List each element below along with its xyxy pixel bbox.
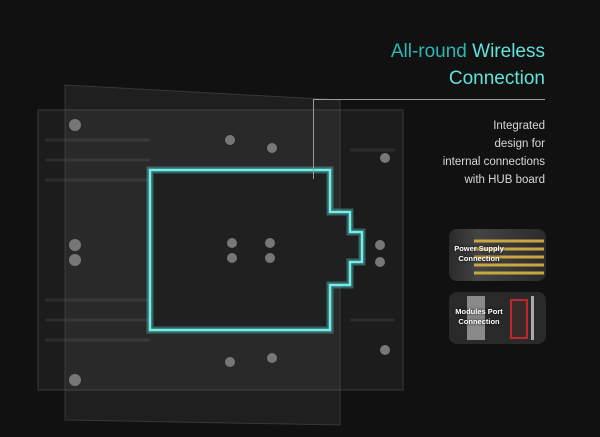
- headline-part2: Wireless: [472, 41, 545, 62]
- description-line: with HUB board: [464, 174, 545, 186]
- module-port-image: [467, 296, 534, 340]
- description: Integrated design for internal connectio…: [443, 117, 545, 189]
- feature-label: Modules Port: [455, 307, 503, 316]
- feature-label: Power Supply: [454, 244, 504, 253]
- headline-line2: Connection: [448, 68, 545, 89]
- description-line: design for: [494, 138, 545, 150]
- callout-line-vertical: [313, 99, 314, 179]
- description-line: internal connections: [442, 156, 545, 168]
- feature-label: Connection: [458, 254, 500, 263]
- callout-line: [313, 99, 545, 100]
- headline-part1: All-round: [390, 41, 467, 62]
- power-connector-image: [474, 239, 544, 275]
- description-line: Integrated: [493, 120, 545, 132]
- headline: All-round Wireless Connection: [391, 38, 545, 92]
- feature-label: Connection: [458, 317, 500, 326]
